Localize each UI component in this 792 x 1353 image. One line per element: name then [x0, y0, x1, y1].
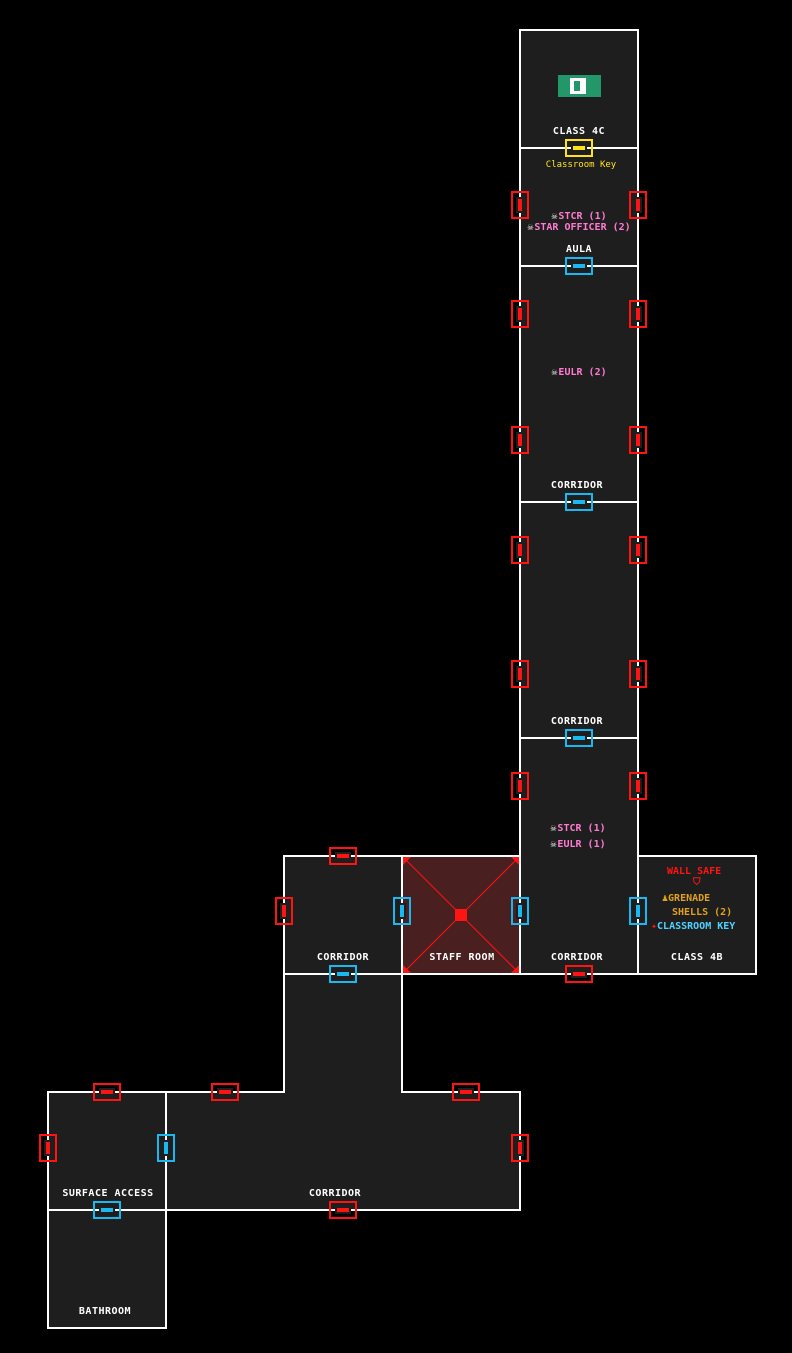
room-label: AULA: [565, 244, 593, 255]
corner-marker: [403, 965, 411, 973]
door-open[interactable]: [93, 1201, 121, 1219]
door-open[interactable]: [565, 729, 593, 747]
door-locked[interactable]: [452, 1083, 480, 1101]
corner-marker: [511, 857, 519, 865]
door-locked[interactable]: [511, 191, 529, 219]
door-locked[interactable]: [329, 1201, 357, 1219]
corridor-connector-fill: [285, 975, 401, 1209]
room-aula[interactable]: [519, 147, 639, 267]
room-label: CORRIDOR: [550, 952, 604, 963]
room-label: CORRIDOR: [316, 952, 370, 963]
door-locked[interactable]: [275, 897, 293, 925]
door-open[interactable]: [565, 257, 593, 275]
door-locked[interactable]: [511, 300, 529, 328]
enemy-marker[interactable]: ☠STCR (1): [550, 823, 606, 834]
enemy-marker[interactable]: ☠STCR (1): [551, 211, 607, 222]
room-corridor-n2[interactable]: [519, 501, 639, 739]
door-open[interactable]: [393, 897, 411, 925]
enemy-marker[interactable]: ☠EULR (1): [550, 839, 606, 850]
enemy-marker[interactable]: ☠STAR OFFICER (2): [527, 222, 631, 233]
room-label: CLASS 4C: [552, 126, 606, 137]
room-label: STAFF ROOM: [429, 952, 495, 963]
door-open[interactable]: [629, 897, 647, 925]
door-locked[interactable]: [39, 1134, 57, 1162]
door-locked[interactable]: [629, 191, 647, 219]
door-open[interactable]: [511, 897, 529, 925]
door-locked[interactable]: [511, 660, 529, 688]
wall-safe-label[interactable]: WALL SAFE: [667, 866, 722, 877]
room-label: CORRIDOR: [308, 1188, 362, 1199]
door-locked[interactable]: [565, 965, 593, 983]
key-door-label: Classroom Key: [545, 160, 617, 170]
door-locked[interactable]: [511, 536, 529, 564]
key-icon: ✦: [651, 921, 658, 932]
door-key-locked[interactable]: [565, 139, 593, 157]
door-locked[interactable]: [629, 300, 647, 328]
exit-sign-icon[interactable]: [558, 75, 601, 97]
corner-marker: [511, 965, 519, 973]
room-corridor-n3[interactable]: [519, 737, 639, 975]
skull-icon: ☠: [550, 823, 557, 834]
door-locked[interactable]: [511, 772, 529, 800]
staff-room-blocked-overlay: [403, 857, 519, 973]
skull-icon: ☠: [551, 367, 558, 378]
door-locked[interactable]: [329, 847, 357, 865]
door-locked[interactable]: [629, 660, 647, 688]
skull-icon: ☠: [550, 839, 557, 850]
grenade-item[interactable]: ♟GRENADE: [662, 893, 711, 904]
door-open[interactable]: [565, 493, 593, 511]
corner-marker: [403, 857, 411, 865]
door-locked[interactable]: [211, 1083, 239, 1101]
room-label: CORRIDOR: [550, 480, 604, 491]
door-open[interactable]: [157, 1134, 175, 1162]
door-locked[interactable]: [629, 426, 647, 454]
door-locked[interactable]: [511, 426, 529, 454]
shells-label: SHELLS (2): [672, 907, 733, 918]
room-label: SURFACE ACCESS: [62, 1188, 154, 1199]
door-locked[interactable]: [629, 772, 647, 800]
room-label: CORRIDOR: [550, 716, 604, 727]
classroom-key-item[interactable]: ✦CLASSROOM KEY: [651, 921, 736, 932]
enemy-marker[interactable]: ☠EULR (2): [551, 367, 607, 378]
exit-figure-icon: [570, 78, 586, 94]
skull-icon: ☠: [551, 211, 558, 222]
room-label: CLASS 4B: [670, 952, 724, 963]
center-marker: [455, 909, 467, 921]
safe-icon: ⛉: [693, 877, 701, 888]
door-locked[interactable]: [93, 1083, 121, 1101]
door-locked[interactable]: [629, 536, 647, 564]
door-locked[interactable]: [511, 1134, 529, 1162]
room-corridor-n1[interactable]: [519, 265, 639, 503]
door-open[interactable]: [329, 965, 357, 983]
grenade-icon: ♟: [662, 893, 669, 904]
skull-icon: ☠: [527, 222, 534, 233]
room-label: BATHROOM: [78, 1306, 132, 1317]
